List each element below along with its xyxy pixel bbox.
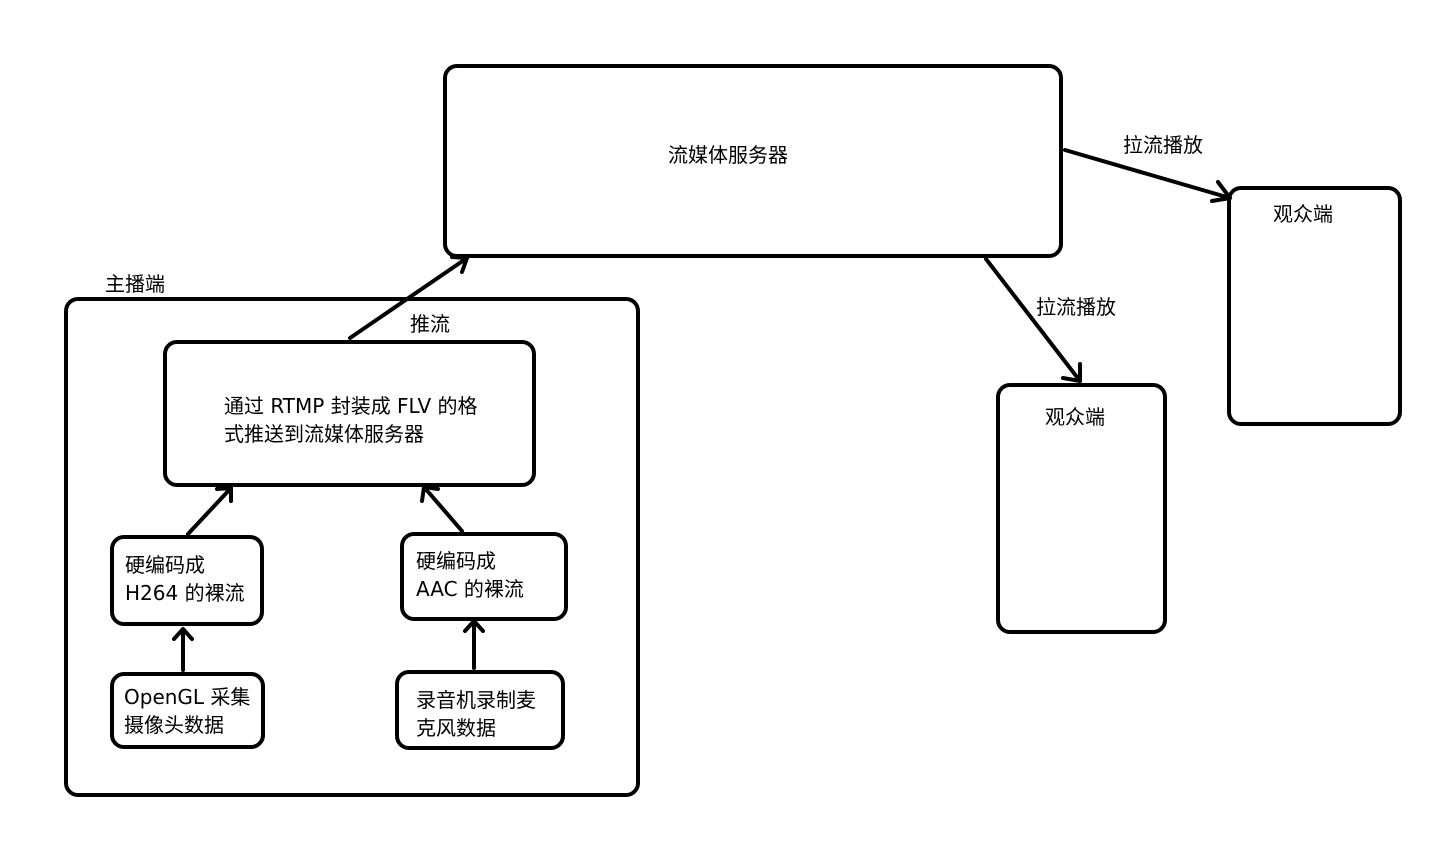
rtmp-flv-text-line1: 通过 RTMP 封装成 FLV 的格: [224, 394, 478, 418]
arrow-server-to-viewer-right: [1063, 148, 1232, 203]
arrow-server-to-viewer-lower: [984, 257, 1082, 383]
rtmp-flv-text: 通过 RTMP 封装成 FLV 的格 式推送到流媒体服务器: [224, 392, 478, 448]
viewer-box-lower: [996, 383, 1167, 634]
video-capture-line1: OpenGL 采集: [124, 685, 251, 709]
arrow-aac-to-rtmp: [420, 485, 464, 533]
arrow-video-capture-to-encode: [172, 627, 194, 672]
push-label: 推流: [410, 312, 450, 336]
aac-encode-box: [400, 532, 568, 621]
rtmp-flv-text-line2: 式推送到流媒体服务器: [224, 422, 424, 446]
video-capture-line2: 摄像头数据: [124, 713, 224, 737]
audio-capture-box: [395, 670, 565, 750]
viewer-label-right: 观众端: [1273, 202, 1333, 226]
h264-encode-text: 硬编码成 H264 的裸流: [125, 551, 245, 607]
aac-encode-text: 硬编码成 AAC 的裸流: [416, 547, 524, 603]
audio-capture-line2: 克风数据: [416, 716, 496, 740]
viewer-label-lower: 观众端: [1045, 405, 1105, 429]
arrow-h264-to-rtmp: [186, 486, 233, 536]
video-capture-box: [110, 672, 265, 749]
streaming-server-label: 流媒体服务器: [668, 143, 788, 167]
viewer-box-right: [1227, 186, 1402, 426]
aac-encode-line2: AAC 的裸流: [416, 577, 524, 601]
rtmp-flv-box: [163, 340, 536, 487]
audio-capture-text: 录音机录制麦 克风数据: [416, 686, 536, 742]
aac-encode-line1: 硬编码成: [416, 549, 496, 573]
video-capture-text: OpenGL 采集 摄像头数据: [124, 683, 250, 739]
arrow-audio-capture-to-encode: [463, 619, 485, 670]
audio-capture-line1: 录音机录制麦: [416, 688, 536, 712]
h264-encode-box: [110, 535, 264, 626]
broadcaster-label: 主播端: [105, 272, 165, 296]
h264-encode-line1: 硬编码成: [125, 553, 205, 577]
pull-label-lower: 拉流播放: [1036, 295, 1116, 319]
arrow-push-to-server: [348, 255, 469, 340]
h264-encode-line2: H264 的裸流: [125, 581, 245, 605]
streaming-server-box: [443, 64, 1063, 258]
pull-label-right: 拉流播放: [1123, 133, 1203, 157]
broadcaster-group-box: [64, 297, 640, 797]
